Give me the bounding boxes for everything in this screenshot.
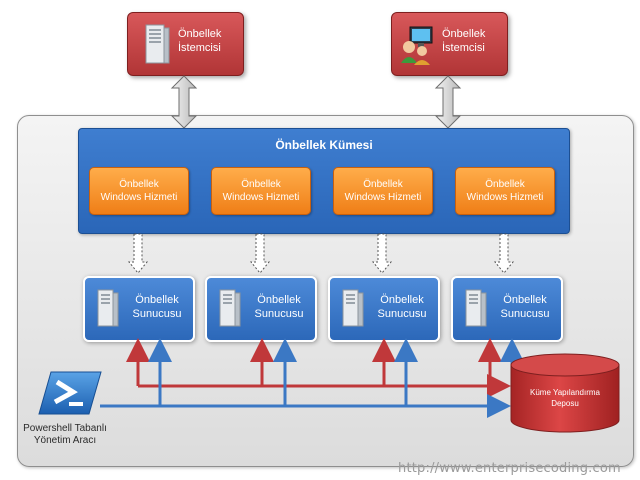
server-tower-icon	[465, 289, 487, 327]
server-label: Önbellek Sunucusu	[370, 293, 434, 321]
server-label-line2: Sunucusu	[254, 308, 304, 320]
cluster-title: Önbellek Kümesi	[275, 138, 373, 152]
cache-cluster: Önbellek Kümesi Önbellek Windows Hizmeti…	[78, 128, 570, 234]
server-label: Önbellek Sunucusu	[125, 293, 189, 321]
server-tower-icon	[219, 289, 241, 327]
service-label-line2: Windows Hizmeti	[222, 192, 300, 203]
client-label-line2: İstemcisi	[178, 42, 221, 54]
config-store-cylinder	[510, 353, 620, 433]
windows-service-box-2: Önbellek Windows Hizmeti	[211, 167, 311, 215]
server-label-line1: Önbellek	[380, 294, 424, 306]
cache-client-box-1: Önbellek İstemcisi	[127, 12, 244, 76]
server-label-line1: Önbellek	[257, 294, 301, 306]
service-label-line1: Önbellek	[241, 179, 281, 190]
cache-server-box-2: Önbellek Sunucusu	[205, 276, 317, 342]
server-label-line2: Sunucusu	[132, 308, 182, 320]
powershell-icon	[38, 371, 102, 415]
client-label-line1: Önbellek	[178, 28, 222, 40]
windows-service-box-4: Önbellek Windows Hizmeti	[455, 167, 555, 215]
powershell-label: Powershell Tabanlı Yönetim Aracı	[10, 423, 120, 447]
users-computer-icon	[401, 26, 433, 65]
service-label-line2: Windows Hizmeti	[344, 192, 422, 203]
blue-connectors	[100, 338, 524, 418]
dashed-arrow-4	[493, 233, 515, 274]
powershell-label-line1: Powershell Tabanlı	[23, 423, 107, 434]
server-label-line2: Sunucusu	[500, 308, 550, 320]
server-label-line1: Önbellek	[135, 294, 179, 306]
config-store-label: Küme Yapılandırma Deposu	[510, 387, 620, 409]
cache-client-label-2: Önbellek İstemcisi	[442, 27, 485, 55]
service-label-line2: Windows Hizmeti	[100, 192, 178, 203]
cache-client-box-2: Önbellek İstemcisi	[391, 12, 508, 76]
server-label: Önbellek Sunucusu	[247, 293, 311, 321]
watermark-url: http://www.enterprisecoding.com	[398, 461, 621, 476]
windows-service-box-3: Önbellek Windows Hizmeti	[333, 167, 433, 215]
cache-client-label-1: Önbellek İstemcisi	[178, 27, 221, 55]
service-label-line1: Önbellek	[485, 179, 525, 190]
server-tower-icon	[145, 24, 170, 64]
server-tower-icon	[97, 289, 119, 327]
dashed-arrow-1	[127, 233, 149, 274]
dashed-arrow-2	[249, 233, 271, 274]
red-connectors	[126, 338, 511, 398]
client-label-line1: Önbellek	[442, 28, 486, 40]
server-tower-icon	[342, 289, 364, 327]
service-label-line1: Önbellek	[119, 179, 159, 190]
dashed-arrow-3	[371, 233, 393, 274]
powershell-label-line2: Yönetim Aracı	[33, 435, 97, 446]
store-label-line1: Küme Yapılandırma	[530, 388, 600, 397]
client-label-line2: İstemcisi	[442, 42, 485, 54]
cache-server-box-1: Önbellek Sunucusu	[83, 276, 195, 342]
service-label-line2: Windows Hizmeti	[466, 192, 544, 203]
store-label-line2: Deposu	[551, 399, 579, 408]
server-label-line2: Sunucusu	[377, 308, 427, 320]
server-label: Önbellek Sunucusu	[493, 293, 557, 321]
cache-server-box-4: Önbellek Sunucusu	[451, 276, 563, 342]
windows-service-box-1: Önbellek Windows Hizmeti	[89, 167, 189, 215]
server-label-line1: Önbellek	[503, 294, 547, 306]
service-label-line1: Önbellek	[363, 179, 403, 190]
